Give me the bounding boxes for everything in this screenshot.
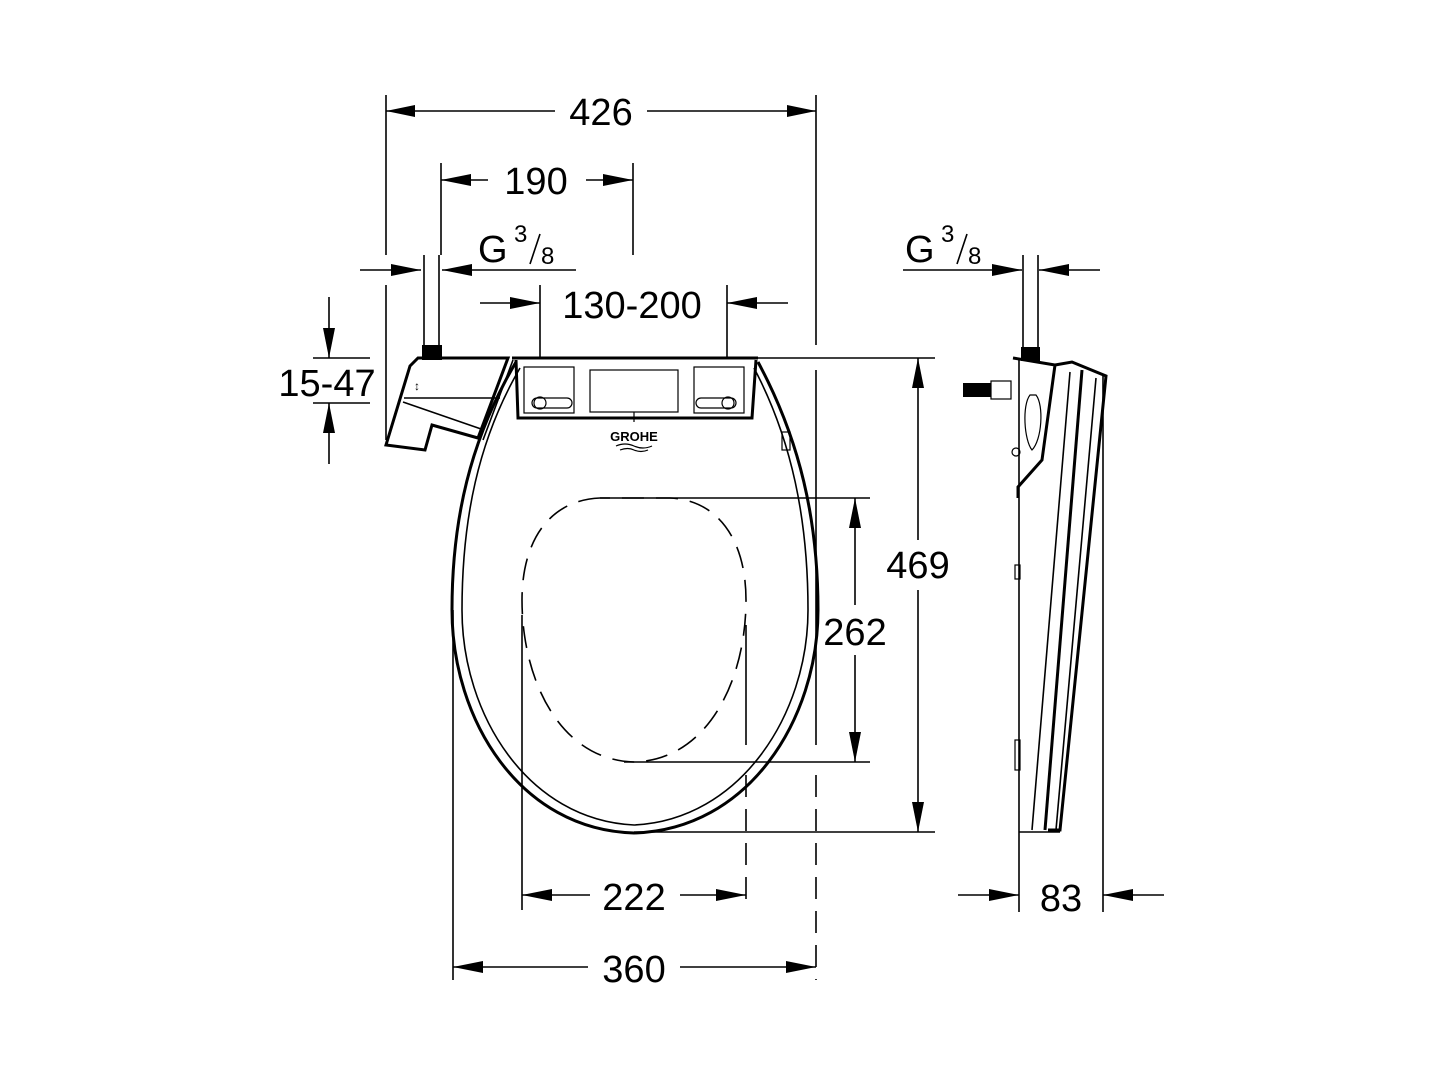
dimension-thread-side: G 3 8 (903, 221, 1100, 276)
depth-label: 83 (1040, 878, 1082, 920)
thread-front-numerator: 3 (514, 221, 527, 248)
front-view: 426 190 G 3 8 (278, 92, 949, 991)
side-body (1011, 356, 1057, 832)
hinge-spacing-label: 130-200 (562, 285, 701, 327)
thread-side-denominator: 8 (968, 243, 981, 270)
dimension-depth: 83 (958, 376, 1164, 920)
dimension-overall-length: 469 (634, 358, 950, 833)
grohe-logo: GROHE (610, 429, 658, 453)
seat-opening-dashed (521, 497, 747, 763)
dimension-overall-width: 426 (385, 92, 817, 345)
opening-length-label: 262 (823, 612, 886, 654)
dimension-hinge-spacing: 130-200 (480, 285, 788, 358)
side-connector (963, 380, 1012, 400)
dimension-seat-width: 360 (453, 949, 816, 991)
inlet-offset-label: 190 (504, 161, 567, 203)
dimension-inlet-offset: 190 (440, 161, 634, 255)
inlet-pipe (422, 255, 442, 360)
overall-width-label: 426 (569, 92, 632, 134)
height-adjust-label: 15-47 (278, 363, 375, 405)
control-unit: ↕ (384, 356, 514, 452)
hinge-bar (512, 356, 935, 422)
opening-width-label: 222 (602, 877, 665, 919)
seat-width-label: 360 (602, 949, 665, 991)
thread-front-denominator: 8 (541, 243, 554, 270)
overall-length-label: 469 (886, 545, 949, 587)
dimension-opening-width: 222 (522, 877, 746, 919)
side-lid (1014, 360, 1108, 833)
dimension-opening-length: 262 (600, 497, 887, 763)
dimension-height-adjust: 15-47 (278, 285, 387, 464)
control-symbols: ↕ (414, 379, 420, 393)
thread-front-g: G (478, 229, 508, 271)
side-view: G 3 8 (903, 221, 1164, 920)
dimension-thread-front: G 3 8 (360, 221, 576, 276)
svg-text:GROHE: GROHE (610, 429, 658, 444)
thread-side-g: G (905, 229, 935, 271)
seat-outline (450, 361, 820, 835)
thread-side-numerator: 3 (941, 221, 954, 248)
inlet-pipe-side (1021, 255, 1040, 361)
